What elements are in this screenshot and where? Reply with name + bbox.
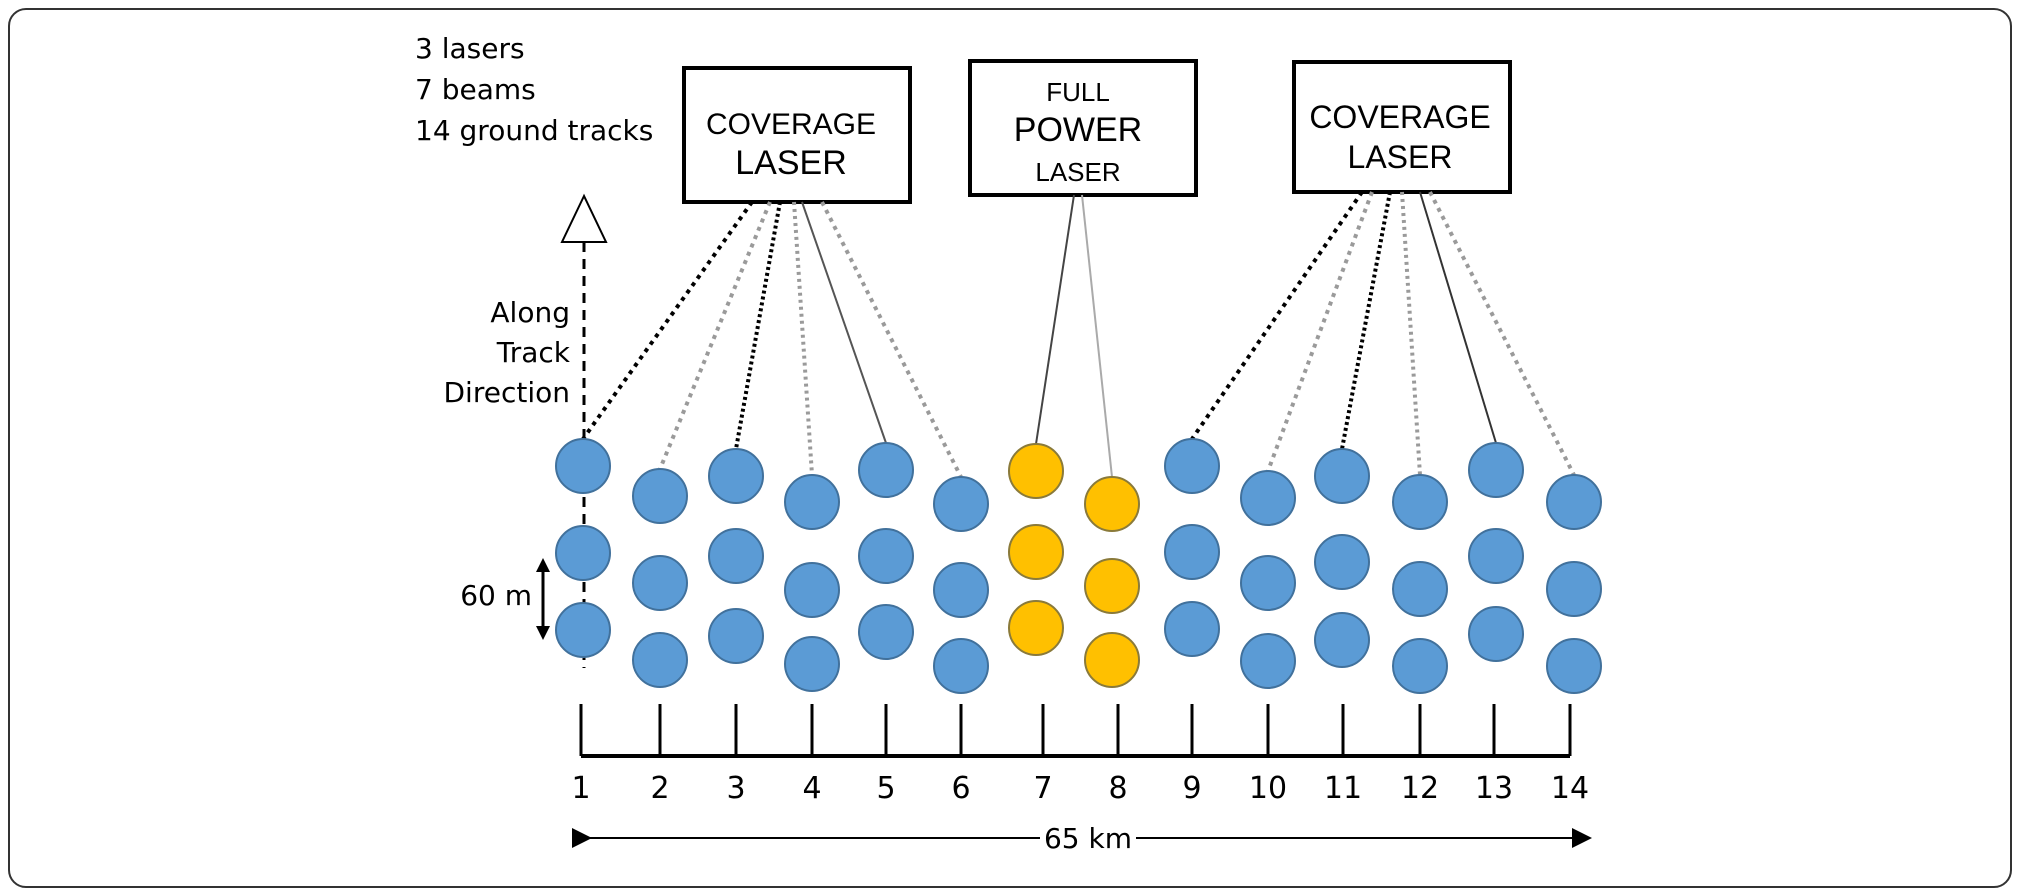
laser-spot-track-6-row-1 xyxy=(933,476,989,532)
laser-spot-track-5-row-2 xyxy=(858,528,914,584)
laser-spot-track-1-row-1 xyxy=(555,438,611,494)
laser-spot-track-2-row-3 xyxy=(632,632,688,688)
laser-spot-track-2-row-2 xyxy=(632,555,688,611)
track-label-11: 11 xyxy=(1324,771,1362,806)
summary-lasers: 3 lasers xyxy=(415,32,525,65)
laser-spot-track-11-row-2 xyxy=(1314,534,1370,590)
track-label-14: 14 xyxy=(1551,771,1589,806)
laser-spot-track-10-row-1 xyxy=(1240,470,1296,526)
laser-spot-track-13-row-1 xyxy=(1468,442,1524,498)
laser-spot-track-4-row-1 xyxy=(784,474,840,530)
track-label-13: 13 xyxy=(1475,771,1513,806)
laser-right-top: COVERAGE xyxy=(1309,99,1490,135)
track-label-6: 6 xyxy=(951,771,970,806)
laser-center-main: POWER xyxy=(1014,111,1142,149)
laser-spot-track-3-row-3 xyxy=(708,608,764,664)
laser-spot-track-7-row-3 xyxy=(1008,600,1064,656)
laser-spot-track-11-row-3 xyxy=(1314,612,1370,668)
summary-tracks: 14 ground tracks xyxy=(415,114,653,147)
swath-label: 65 km xyxy=(1044,822,1132,855)
laser-spot-track-3-row-1 xyxy=(708,448,764,504)
laser-spot-track-5-row-1 xyxy=(858,442,914,498)
laser-spot-track-3-row-2 xyxy=(708,528,764,584)
arrow-triangle-icon xyxy=(560,193,608,243)
laser-spot-track-11-row-1 xyxy=(1314,448,1370,504)
beam-lines xyxy=(581,190,1576,478)
laser-spot-track-9-row-2 xyxy=(1164,524,1220,580)
laser-spot-track-13-row-2 xyxy=(1468,528,1524,584)
beam-line-14 xyxy=(1428,191,1576,476)
coverage-laser-box-right: COVERAGE LASER xyxy=(1292,60,1512,194)
track-label-4: 4 xyxy=(802,771,821,806)
spacing-indicator xyxy=(536,558,550,640)
summary-beams: 7 beams xyxy=(415,73,536,106)
beam-line-12 xyxy=(1400,191,1422,476)
beam-line-11 xyxy=(1340,191,1392,450)
beam-line-7 xyxy=(1035,194,1075,445)
laser-spot-track-10-row-3 xyxy=(1240,633,1296,689)
beam-line-4 xyxy=(792,201,814,476)
beam-line-2 xyxy=(658,201,772,470)
full-power-laser-box: FULL POWER LASER xyxy=(968,59,1198,197)
laser-spot-track-8-row-1 xyxy=(1084,476,1140,532)
beam-line-6 xyxy=(820,201,963,478)
along-track-arrow xyxy=(560,193,608,668)
coverage-laser-box-left: COVERAGE LASER xyxy=(682,66,912,204)
beam-diagram: 3 lasers 7 beams 14 ground tracks COVERA… xyxy=(415,32,1602,855)
track-label-5: 5 xyxy=(876,771,895,806)
laser-spot-track-12-row-3 xyxy=(1392,638,1448,694)
track-axis xyxy=(579,704,1572,758)
track-label-7: 7 xyxy=(1033,771,1052,806)
laser-spot-track-1-row-3 xyxy=(555,602,611,658)
direction-along: Along xyxy=(490,296,570,329)
laser-spot-track-2-row-1 xyxy=(632,468,688,524)
laser-spots xyxy=(555,438,1602,694)
laser-spot-track-7-row-2 xyxy=(1008,524,1064,580)
laser-spot-track-9-row-1 xyxy=(1164,438,1220,494)
laser-center-bottom: LASER xyxy=(1035,157,1120,187)
laser-spot-track-8-row-2 xyxy=(1084,558,1140,614)
laser-spot-track-4-row-2 xyxy=(784,562,840,618)
laser-spot-track-8-row-3 xyxy=(1084,632,1140,688)
track-label-8: 8 xyxy=(1108,771,1127,806)
laser-spot-track-9-row-3 xyxy=(1164,601,1220,657)
laser-left-top: COVERAGE xyxy=(706,108,876,141)
laser-spot-track-4-row-3 xyxy=(784,636,840,692)
laser-spot-track-6-row-3 xyxy=(933,638,989,694)
laser-left-main: LASER xyxy=(735,144,847,182)
track-label-12: 12 xyxy=(1401,771,1439,806)
track-label-9: 9 xyxy=(1182,771,1201,806)
track-label-1: 1 xyxy=(571,771,590,806)
track-label-3: 3 xyxy=(726,771,745,806)
spacing-label: 60 m xyxy=(460,579,532,612)
laser-spot-track-14-row-3 xyxy=(1546,638,1602,694)
beam-line-10 xyxy=(1266,191,1374,472)
laser-spot-track-14-row-1 xyxy=(1546,474,1602,530)
laser-right-main: LASER xyxy=(1348,139,1453,175)
laser-spot-track-6-row-2 xyxy=(933,562,989,618)
direction-track: Track xyxy=(496,336,571,369)
beam-line-3 xyxy=(734,201,782,450)
laser-spot-track-12-row-2 xyxy=(1392,561,1448,617)
track-label-2: 2 xyxy=(650,771,669,806)
beam-line-5 xyxy=(801,201,887,444)
beam-line-1 xyxy=(581,200,754,441)
laser-spot-track-7-row-1 xyxy=(1008,443,1064,499)
laser-center-top: FULL xyxy=(1046,77,1110,107)
laser-spot-track-10-row-2 xyxy=(1240,555,1296,611)
track-label-10: 10 xyxy=(1249,771,1287,806)
laser-spot-track-5-row-3 xyxy=(858,604,914,660)
beam-line-9 xyxy=(1190,190,1364,441)
direction-direction: Direction xyxy=(444,376,571,409)
laser-spot-track-14-row-2 xyxy=(1546,561,1602,617)
beam-line-13 xyxy=(1419,191,1497,444)
beam-line-8 xyxy=(1081,194,1113,478)
laser-spot-track-12-row-1 xyxy=(1392,474,1448,530)
laser-spot-track-13-row-3 xyxy=(1468,606,1524,662)
laser-spot-track-1-row-2 xyxy=(555,525,611,581)
